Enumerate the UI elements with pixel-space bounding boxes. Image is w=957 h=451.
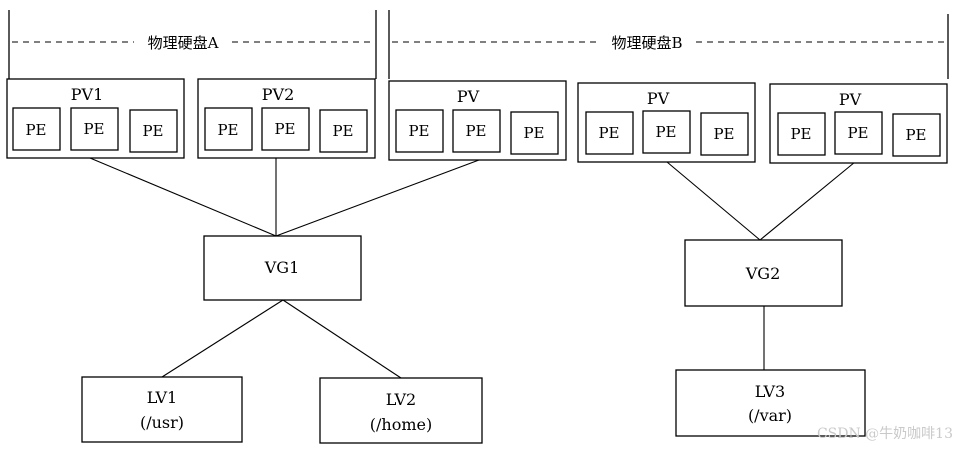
lv1-node: LV1 (/usr)	[81, 376, 243, 443]
lv3-box	[675, 369, 866, 437]
pe-label: PE	[465, 122, 486, 140]
pv-label: PV2	[262, 85, 295, 104]
pe-label: PE	[847, 124, 868, 142]
edge-vg1-lv2	[282, 299, 402, 379]
pe-label: PE	[713, 125, 734, 143]
lv3-node: LV3 (/var)	[675, 369, 866, 437]
pv-box: PV PE PE PE	[577, 82, 756, 163]
watermark: CSDN @牛奶咖啡13	[817, 426, 953, 442]
pe-label: PE	[83, 120, 104, 138]
lv1-label: LV1	[147, 388, 177, 407]
vg2-label: VG2	[745, 264, 781, 283]
physical-disk-a: 物理硬盘A	[8, 10, 377, 79]
vg1-box	[203, 235, 362, 301]
pe-box	[261, 107, 310, 151]
pe-box	[129, 109, 178, 153]
pe-label: PE	[274, 120, 295, 138]
lv1-mount: (/usr)	[140, 413, 184, 432]
pe-box	[700, 112, 749, 156]
pv-label: PV	[839, 90, 862, 109]
lv1-box	[81, 376, 243, 443]
edge-pv1-vg1	[89, 157, 277, 237]
pv-label: PV1	[71, 85, 104, 104]
pe-label: PE	[598, 124, 619, 142]
pe-label: PE	[25, 121, 46, 139]
edge-pv5-vg2	[759, 161, 856, 241]
vg1-label: VG1	[264, 258, 300, 277]
pe-box	[510, 111, 559, 155]
pe-label: PE	[905, 126, 926, 144]
pv-box: PV PE PE PE	[388, 80, 567, 161]
pe-box	[395, 109, 444, 153]
pv-box: PV1 PE PE PE	[6, 78, 185, 159]
pe-label: PE	[332, 122, 353, 140]
pe-box	[777, 112, 826, 156]
pv-label: PV	[457, 87, 480, 106]
connections	[89, 157, 856, 379]
pe-label: PE	[523, 124, 544, 142]
pe-box	[642, 110, 691, 154]
pe-box	[834, 111, 883, 155]
edge-pv3-vg1	[275, 159, 480, 237]
lv3-label: LV3	[755, 382, 785, 401]
edge-vg1-lv1	[161, 299, 284, 378]
disk-a-label: 物理硬盘A	[148, 34, 219, 52]
pe-box	[585, 111, 634, 155]
edge-pv4-vg2	[666, 161, 761, 241]
lv2-label: LV2	[386, 390, 416, 409]
pe-box	[892, 113, 941, 157]
vg1-node: VG1	[203, 235, 362, 301]
lv2-mount: (/home)	[370, 415, 432, 434]
lv2-box	[319, 377, 483, 444]
pe-label: PE	[655, 123, 676, 141]
lv2-node: LV2 (/home)	[319, 377, 483, 444]
pe-label: PE	[142, 122, 163, 140]
pv-box: PV2 PE PE PE	[197, 78, 376, 159]
disk-b-label: 物理硬盘B	[611, 34, 682, 52]
pe-box	[12, 107, 61, 151]
lv3-mount: (/var)	[748, 406, 792, 425]
vg2-box	[684, 239, 843, 307]
physical-disk-b: 物理硬盘B	[388, 10, 949, 79]
pe-label: PE	[408, 122, 429, 140]
pv-box: PV PE PE PE	[769, 83, 948, 164]
pe-box	[452, 109, 501, 153]
vg2-node: VG2	[684, 239, 843, 307]
pe-box	[319, 109, 368, 153]
pe-label: PE	[217, 121, 238, 139]
pe-label: PE	[790, 125, 811, 143]
pe-box	[204, 107, 253, 151]
pe-box	[70, 107, 119, 151]
pv-label: PV	[647, 89, 670, 108]
